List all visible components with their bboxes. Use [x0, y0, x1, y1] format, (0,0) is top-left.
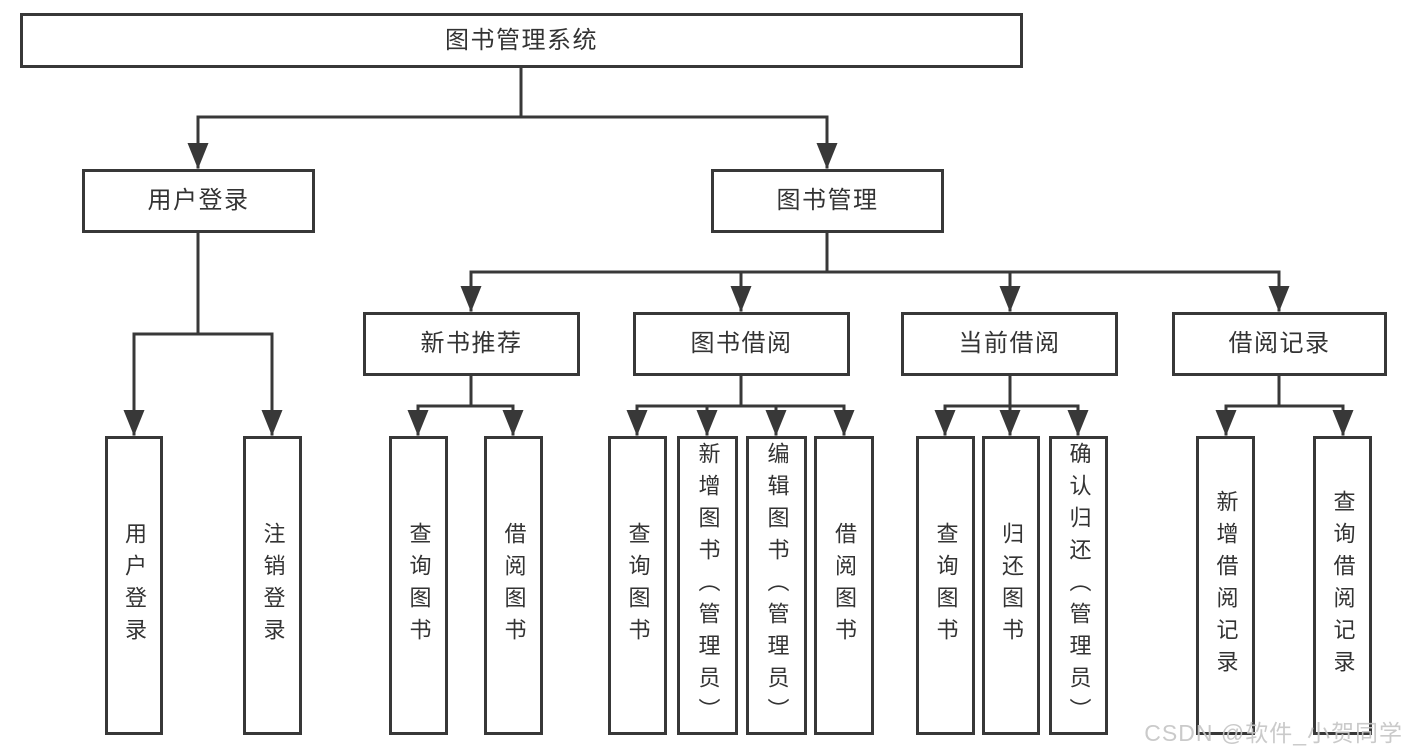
node-book-borrowing: 图书借阅	[633, 312, 850, 376]
node-label: 新书推荐	[420, 330, 523, 357]
leaf-borrow-books-1: 借阅图书	[484, 436, 543, 735]
leaf-query-books-3: 查询图书	[916, 436, 975, 735]
node-label: 注销登录	[260, 521, 286, 650]
node-label: 查询借阅记录	[1330, 489, 1356, 682]
leaf-return-books: 归还图书	[982, 436, 1040, 735]
node-book-management: 图书管理	[711, 169, 944, 233]
node-label: 查询图书	[406, 521, 432, 650]
edge-bookmgmt-to-level2	[469, 231, 1281, 312]
edge-records-to-leaves	[1224, 374, 1345, 436]
leaf-query-books-2: 查询图书	[608, 436, 667, 735]
edge-newbook-to-leaves	[416, 374, 515, 436]
leaf-query-books-1: 查询图书	[389, 436, 448, 735]
leaf-add-borrow-record: 新增借阅记录	[1196, 436, 1255, 735]
edge-current-to-leaves	[943, 374, 1080, 436]
leaf-user-login: 用户登录	[105, 436, 163, 735]
node-label: 图书借阅	[690, 330, 793, 357]
node-label: 确认归还（管理员）	[1066, 441, 1092, 730]
node-user-login-group: 用户登录	[82, 169, 315, 233]
node-library-system: 图书管理系统	[20, 13, 1023, 68]
node-label: 图书管理	[776, 187, 879, 214]
edge-root-to-level1	[196, 66, 829, 169]
node-current-borrowing: 当前借阅	[901, 312, 1118, 376]
node-label: 借阅图书	[501, 521, 527, 650]
node-label: 借阅记录	[1228, 330, 1331, 357]
leaf-logout: 注销登录	[243, 436, 302, 735]
edge-userlogin-to-leaves	[132, 231, 274, 436]
node-label: 查询图书	[625, 521, 651, 650]
node-label: 编辑图书（管理员）	[764, 441, 790, 730]
node-new-book-recommend: 新书推荐	[363, 312, 580, 376]
node-label: 用户登录	[122, 521, 147, 650]
node-label: 借阅图书	[832, 521, 857, 650]
node-label: 归还图书	[999, 521, 1024, 650]
edge-borrow-to-leaves	[635, 374, 846, 436]
leaf-confirm-return-admin: 确认归还（管理员）	[1049, 436, 1108, 735]
leaf-edit-books-admin: 编辑图书（管理员）	[746, 436, 807, 735]
node-label: 新增借阅记录	[1213, 489, 1239, 682]
csdn-watermark: CSDN @软件_小贺同学	[1144, 720, 1403, 746]
node-label: 查询图书	[933, 521, 959, 650]
node-borrowing-records: 借阅记录	[1172, 312, 1387, 376]
leaf-borrow-books-2: 借阅图书	[814, 436, 874, 735]
node-label: 图书管理系统	[445, 26, 598, 54]
leaf-add-books-admin: 新增图书（管理员）	[677, 436, 738, 735]
node-label: 当前借阅	[958, 330, 1061, 357]
node-label: 新增图书（管理员）	[695, 441, 721, 730]
node-label: 用户登录	[147, 187, 250, 214]
leaf-query-borrow-record: 查询借阅记录	[1313, 436, 1372, 735]
